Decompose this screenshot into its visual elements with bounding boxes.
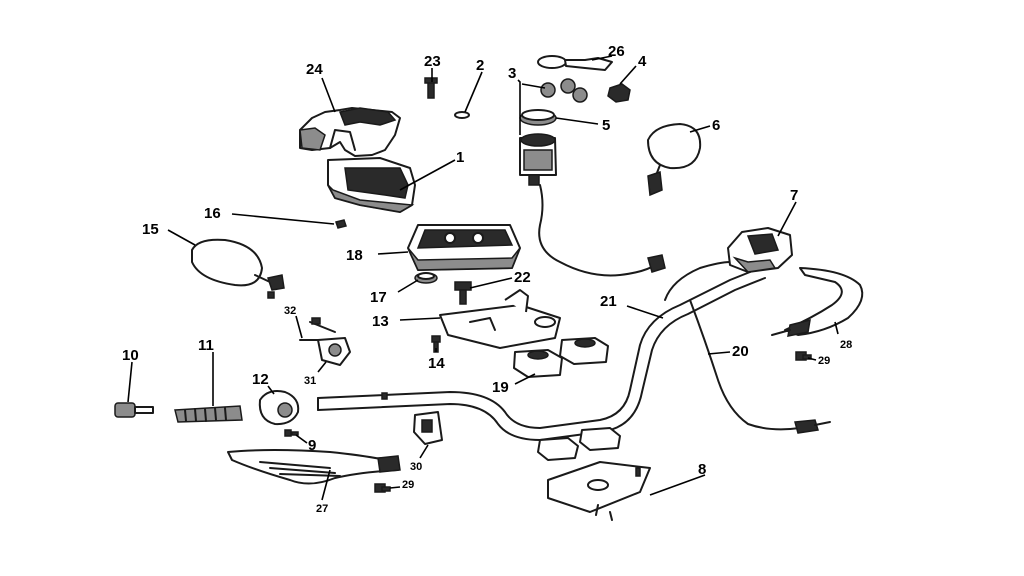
handlebar-tube: [317, 267, 766, 441]
callout-28: 28: [840, 339, 852, 351]
callout-17: 17: [370, 289, 387, 306]
callout-26: 26: [608, 43, 625, 60]
part-3-ignition-switch: [519, 78, 588, 186]
callout-30: 30: [410, 461, 422, 473]
part-15-left-mirror: [191, 238, 285, 299]
part-17-grommet: [414, 272, 438, 284]
callout-12: 12: [252, 371, 269, 388]
part-8-clamp-plate: [537, 427, 651, 521]
callout-6: 6: [712, 117, 720, 134]
callout-8: 8: [698, 461, 706, 478]
part-16-screw: [335, 219, 347, 229]
callout-1: 1: [456, 149, 464, 166]
callout-32: 32: [284, 305, 296, 317]
part-26-key: [537, 55, 613, 71]
part-27-left-lever: [227, 449, 401, 485]
part-7-switch-housing: [727, 227, 793, 273]
part-6-right-mirror: [647, 123, 702, 197]
callout-19: 19: [492, 379, 509, 396]
callout-2: 2: [476, 57, 484, 74]
callout-14: 14: [428, 355, 445, 372]
callout-15: 15: [142, 221, 159, 238]
callout-18: 18: [346, 247, 363, 264]
part-20-brake-cable: [689, 299, 831, 434]
callout-22: 22: [514, 269, 531, 286]
throttle-cable: [664, 261, 731, 301]
callout-29-right: 29: [818, 355, 830, 367]
part-9-screw: [284, 429, 299, 437]
part-1-lower-cover: [327, 157, 416, 213]
callout-29-left: 29: [402, 479, 414, 491]
part-18-speedometer: [407, 224, 521, 271]
part-10-bar-end: [114, 402, 154, 418]
callout-11: 11: [198, 337, 214, 354]
callout-21: 21: [600, 293, 617, 310]
part-13-bracket: [439, 289, 561, 349]
part-12-throttle-housing: [258, 390, 300, 426]
ignition-wire: [538, 184, 656, 277]
callout-13: 13: [372, 313, 389, 330]
callout-10: 10: [122, 347, 139, 364]
part-32-31-lever-clamp: [299, 317, 351, 366]
part-29-right-screw: [795, 351, 812, 361]
callout-5: 5: [602, 117, 610, 134]
part-22-bolt: [454, 281, 472, 305]
part-24-upper-cover: [299, 107, 401, 157]
callout-20: 20: [732, 343, 749, 360]
callout-3: 3: [508, 65, 516, 82]
part-5-ring: [519, 109, 557, 126]
callout-9: 9: [308, 437, 316, 454]
callout-4: 4: [638, 53, 647, 70]
part-29-left-screw: [374, 483, 391, 493]
part-2-washer: [454, 111, 470, 119]
part-19-clamp: [513, 337, 609, 378]
part-30-lever-pivot: [413, 411, 443, 445]
wire-connector: [647, 254, 666, 273]
part-4-nut: [607, 83, 631, 103]
callout-24: 24: [306, 61, 323, 78]
callout-16: 16: [204, 205, 221, 222]
part-11-grip: [174, 405, 243, 423]
callout-27: 27: [316, 503, 328, 515]
part-23-screw: [424, 77, 438, 99]
callout-31: 31: [304, 375, 316, 387]
callout-7: 7: [790, 187, 798, 204]
callout-23: 23: [424, 53, 441, 70]
leader-lines: [127, 55, 839, 501]
part-28-brake-lever: [771, 267, 864, 337]
callout-labels: 24 23 2 3 26 4 5 6 1 16 15 18 17 22 13 3…: [122, 43, 852, 515]
